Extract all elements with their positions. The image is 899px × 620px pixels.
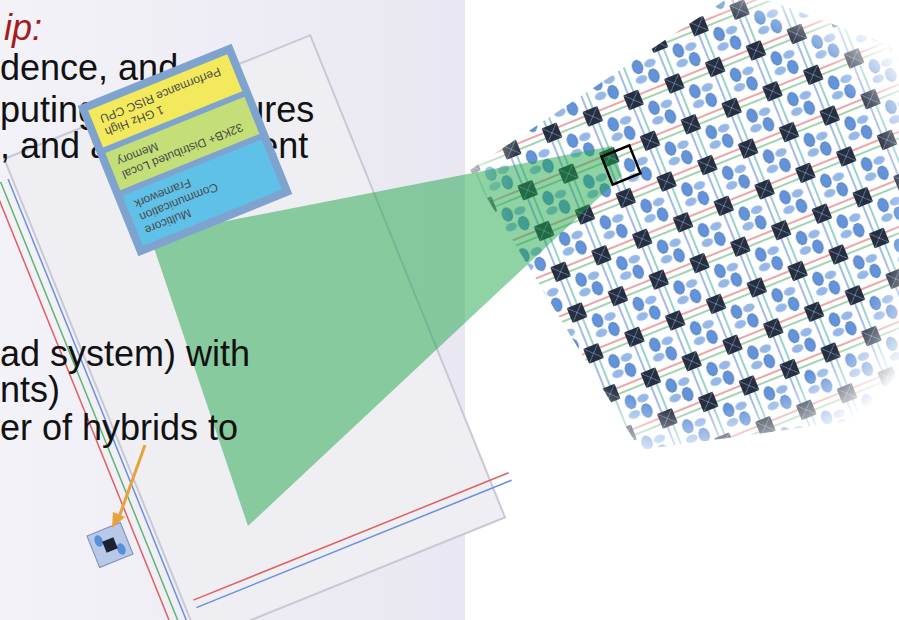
slide-title: ip:	[4, 8, 42, 48]
slide-text-line: ad system) with	[0, 334, 250, 374]
slide-text-line: er of hybrids to	[0, 408, 238, 448]
slide-text-line: nts)	[0, 370, 60, 410]
